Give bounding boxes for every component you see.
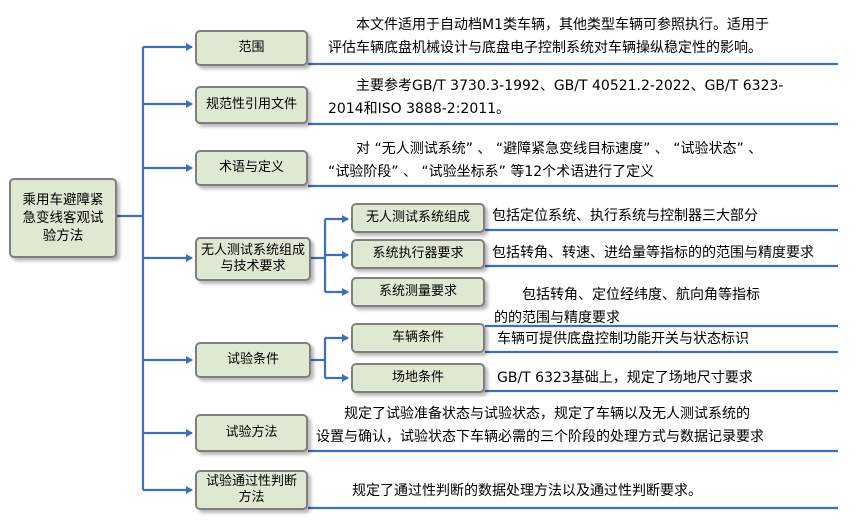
desc-line: 包括转角、定位经纬度、航向角等指标 — [522, 287, 760, 303]
desc-line: 包括定位系统、执行系统与控制器三大部分 — [492, 208, 758, 224]
desc-line: 设置与确认，试验状态下车辆必需的三个阶段的处理方式与数据记录要求 — [316, 429, 764, 445]
desc-line: 的的范围与精度要求 — [494, 310, 620, 326]
desc-line: “试验阶段” 、 “试验坐标系” 等12个术语进行了定义 — [328, 164, 655, 180]
desc-line: 规定了试验准备状态与试验状态，规定了车辆以及无人测试系统的 — [344, 406, 750, 422]
vehicle-conditions-description: 车辆可提供底盘控制功能开关与状态标识 — [497, 328, 749, 351]
desc-line: 车辆可提供底盘控制功能开关与状态标识 — [497, 331, 749, 347]
root-node: 乘用车避障紧急变线客观试验方法 — [9, 178, 117, 258]
branch-label: 范围 — [238, 40, 265, 55]
root-label: 乘用车避障紧急变线客观试验方法 — [22, 192, 104, 244]
subnode-label: 系统执行器要求 — [372, 246, 464, 261]
subnode-site-conditions: 场地条件 — [351, 363, 485, 393]
desc-line: 规定了通过性判断的数据处理方法以及通过性判断要求。 — [352, 483, 702, 499]
branch-scope: 范围 — [195, 30, 308, 66]
desc-line: 本文件适用于自动档M1类车辆，其他类型车辆可参照执行。适用于 — [356, 17, 769, 33]
subnode-actuator-requirements: 系统执行器要求 — [351, 239, 485, 269]
actuator-description: 包括转角、转速、进给量等指标的的范围与精度要求 — [492, 242, 814, 265]
branch-label: 试验通过性判断方法 — [205, 474, 297, 505]
scope-description: 本文件适用于自动档M1类车辆，其他类型车辆可参照执行。适用于 评估车辆底盘机械设… — [328, 14, 769, 60]
branch-normative-references: 规范性引用文件 — [195, 86, 308, 124]
branch-label: 无人测试系统组成与技术要求 — [201, 243, 306, 274]
subnode-vehicle-conditions: 车辆条件 — [351, 323, 485, 353]
composition-description: 包括定位系统、执行系统与控制器三大部分 — [492, 205, 758, 228]
subnode-measurement-requirements: 系统测量要求 — [351, 277, 485, 307]
subnode-label: 无人测试系统组成 — [365, 210, 470, 225]
branch-pass-judgement: 试验通过性判断方法 — [195, 470, 308, 510]
desc-line: 对 “无人测试系统” 、 “避障紧急变线目标速度” 、 “试验状态” 、 — [356, 141, 763, 157]
pass-judgement-description: 规定了通过性判断的数据处理方法以及通过性判断要求。 — [352, 480, 702, 503]
branch-test-conditions: 试验条件 — [195, 342, 311, 378]
branch-unmanned-test-system: 无人测试系统组成与技术要求 — [195, 237, 311, 281]
references-description: 主要参考GB/T 3730.3-1992、GB/T 40521.2-2022、G… — [328, 75, 783, 121]
desc-line: 评估车辆底盘机械设计与底盘电子控制系统对车辆操纵稳定性的影响。 — [328, 40, 762, 56]
test-method-description: 规定了试验准备状态与试验状态，规定了车辆以及无人测试系统的 设置与确认，试验状态… — [316, 403, 764, 449]
site-conditions-description: GB/T 6323基础上，规定了场地尺寸要求 — [497, 367, 753, 390]
subnode-label: 系统测量要求 — [378, 284, 457, 299]
branch-label: 术语与定义 — [218, 160, 284, 175]
desc-line: 2014和ISO 3888-2:2011。 — [328, 101, 511, 117]
terms-description: 对 “无人测试系统” 、 “避障紧急变线目标速度” 、 “试验状态” 、 “试验… — [328, 138, 762, 184]
branch-label: 试验方法 — [225, 425, 278, 440]
subnode-label: 车辆条件 — [391, 330, 444, 345]
desc-line: 包括转角、转速、进给量等指标的的范围与精度要求 — [492, 245, 814, 261]
branch-label: 试验条件 — [226, 352, 279, 367]
measurement-description: 包括转角、定位经纬度、航向角等指标 的的范围与精度要求 — [494, 284, 760, 330]
branch-terms-definitions: 术语与定义 — [195, 150, 308, 186]
branch-label: 规范性引用文件 — [205, 97, 297, 112]
subnode-system-composition: 无人测试系统组成 — [351, 203, 485, 233]
desc-line: 主要参考GB/T 3730.3-1992、GB/T 40521.2-2022、G… — [356, 78, 784, 94]
desc-line: GB/T 6323基础上，规定了场地尺寸要求 — [497, 370, 753, 386]
subnode-label: 场地条件 — [391, 370, 444, 385]
branch-test-method: 试验方法 — [195, 414, 308, 452]
